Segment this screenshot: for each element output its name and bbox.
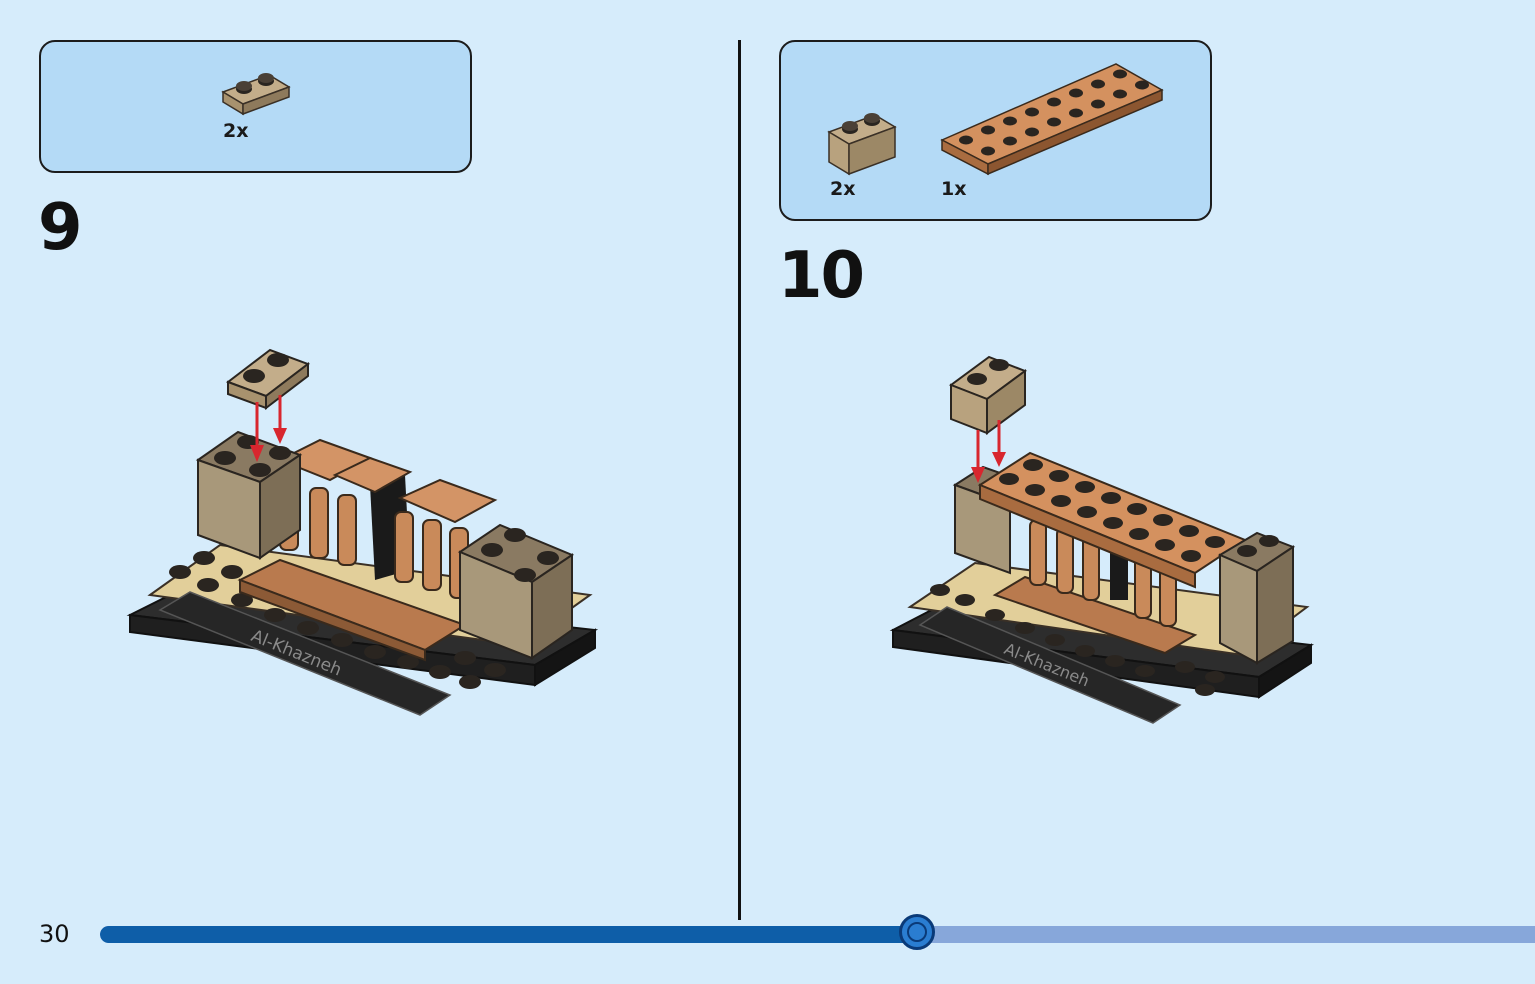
part-quantity: 2x <box>830 178 856 200</box>
progress-bar <box>100 926 1535 943</box>
progress-fill <box>100 926 917 943</box>
step-9-build-illustration: Al-Khazneh <box>126 348 599 716</box>
part-quantity: 1x <box>941 178 967 200</box>
progress-marker <box>898 914 935 950</box>
page-divider <box>738 40 741 920</box>
page-number: 30 <box>39 920 70 948</box>
nougat-plate-2x8-part-icon <box>940 63 1164 176</box>
step-number: 10 <box>778 239 865 313</box>
step-number: 9 <box>38 191 83 265</box>
tan-brick-1x2-part-icon <box>827 113 897 176</box>
step-10-build-illustration: Al-Khazneh <box>889 355 1314 724</box>
part-quantity: 2x <box>223 120 249 142</box>
tan-plate-1x2-part-icon <box>221 73 291 116</box>
